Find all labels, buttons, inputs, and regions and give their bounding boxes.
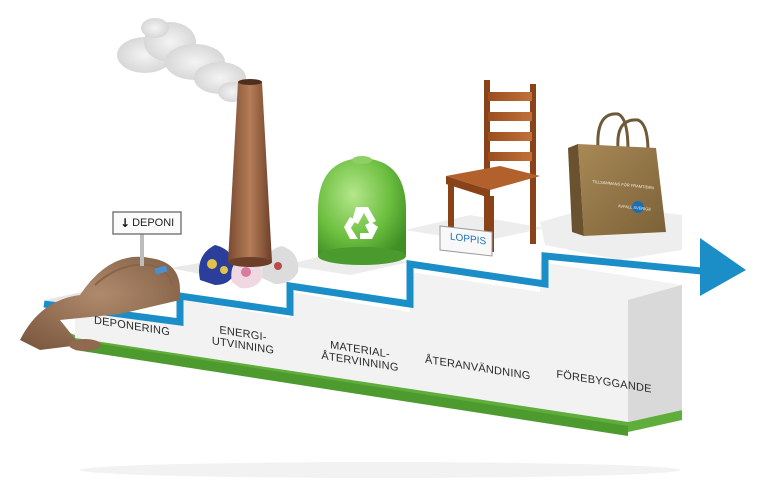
wooden-chair [446,80,540,252]
deponi-sign-label: DEPONI [132,217,175,229]
deponi-sign [112,211,182,266]
loppis-sign [439,225,493,257]
down-arrow-icon: ↓ [120,216,131,230]
staircase-front-face [75,262,682,422]
staircase-side-face [628,285,682,422]
chimney [228,79,272,267]
recycle-icon [344,207,378,239]
landfill-mound [20,256,180,351]
progress-arrow-line [43,252,713,326]
shopping-bag [568,112,666,236]
arrow-head-icon [700,238,746,296]
smoke-cloud [117,18,246,102]
